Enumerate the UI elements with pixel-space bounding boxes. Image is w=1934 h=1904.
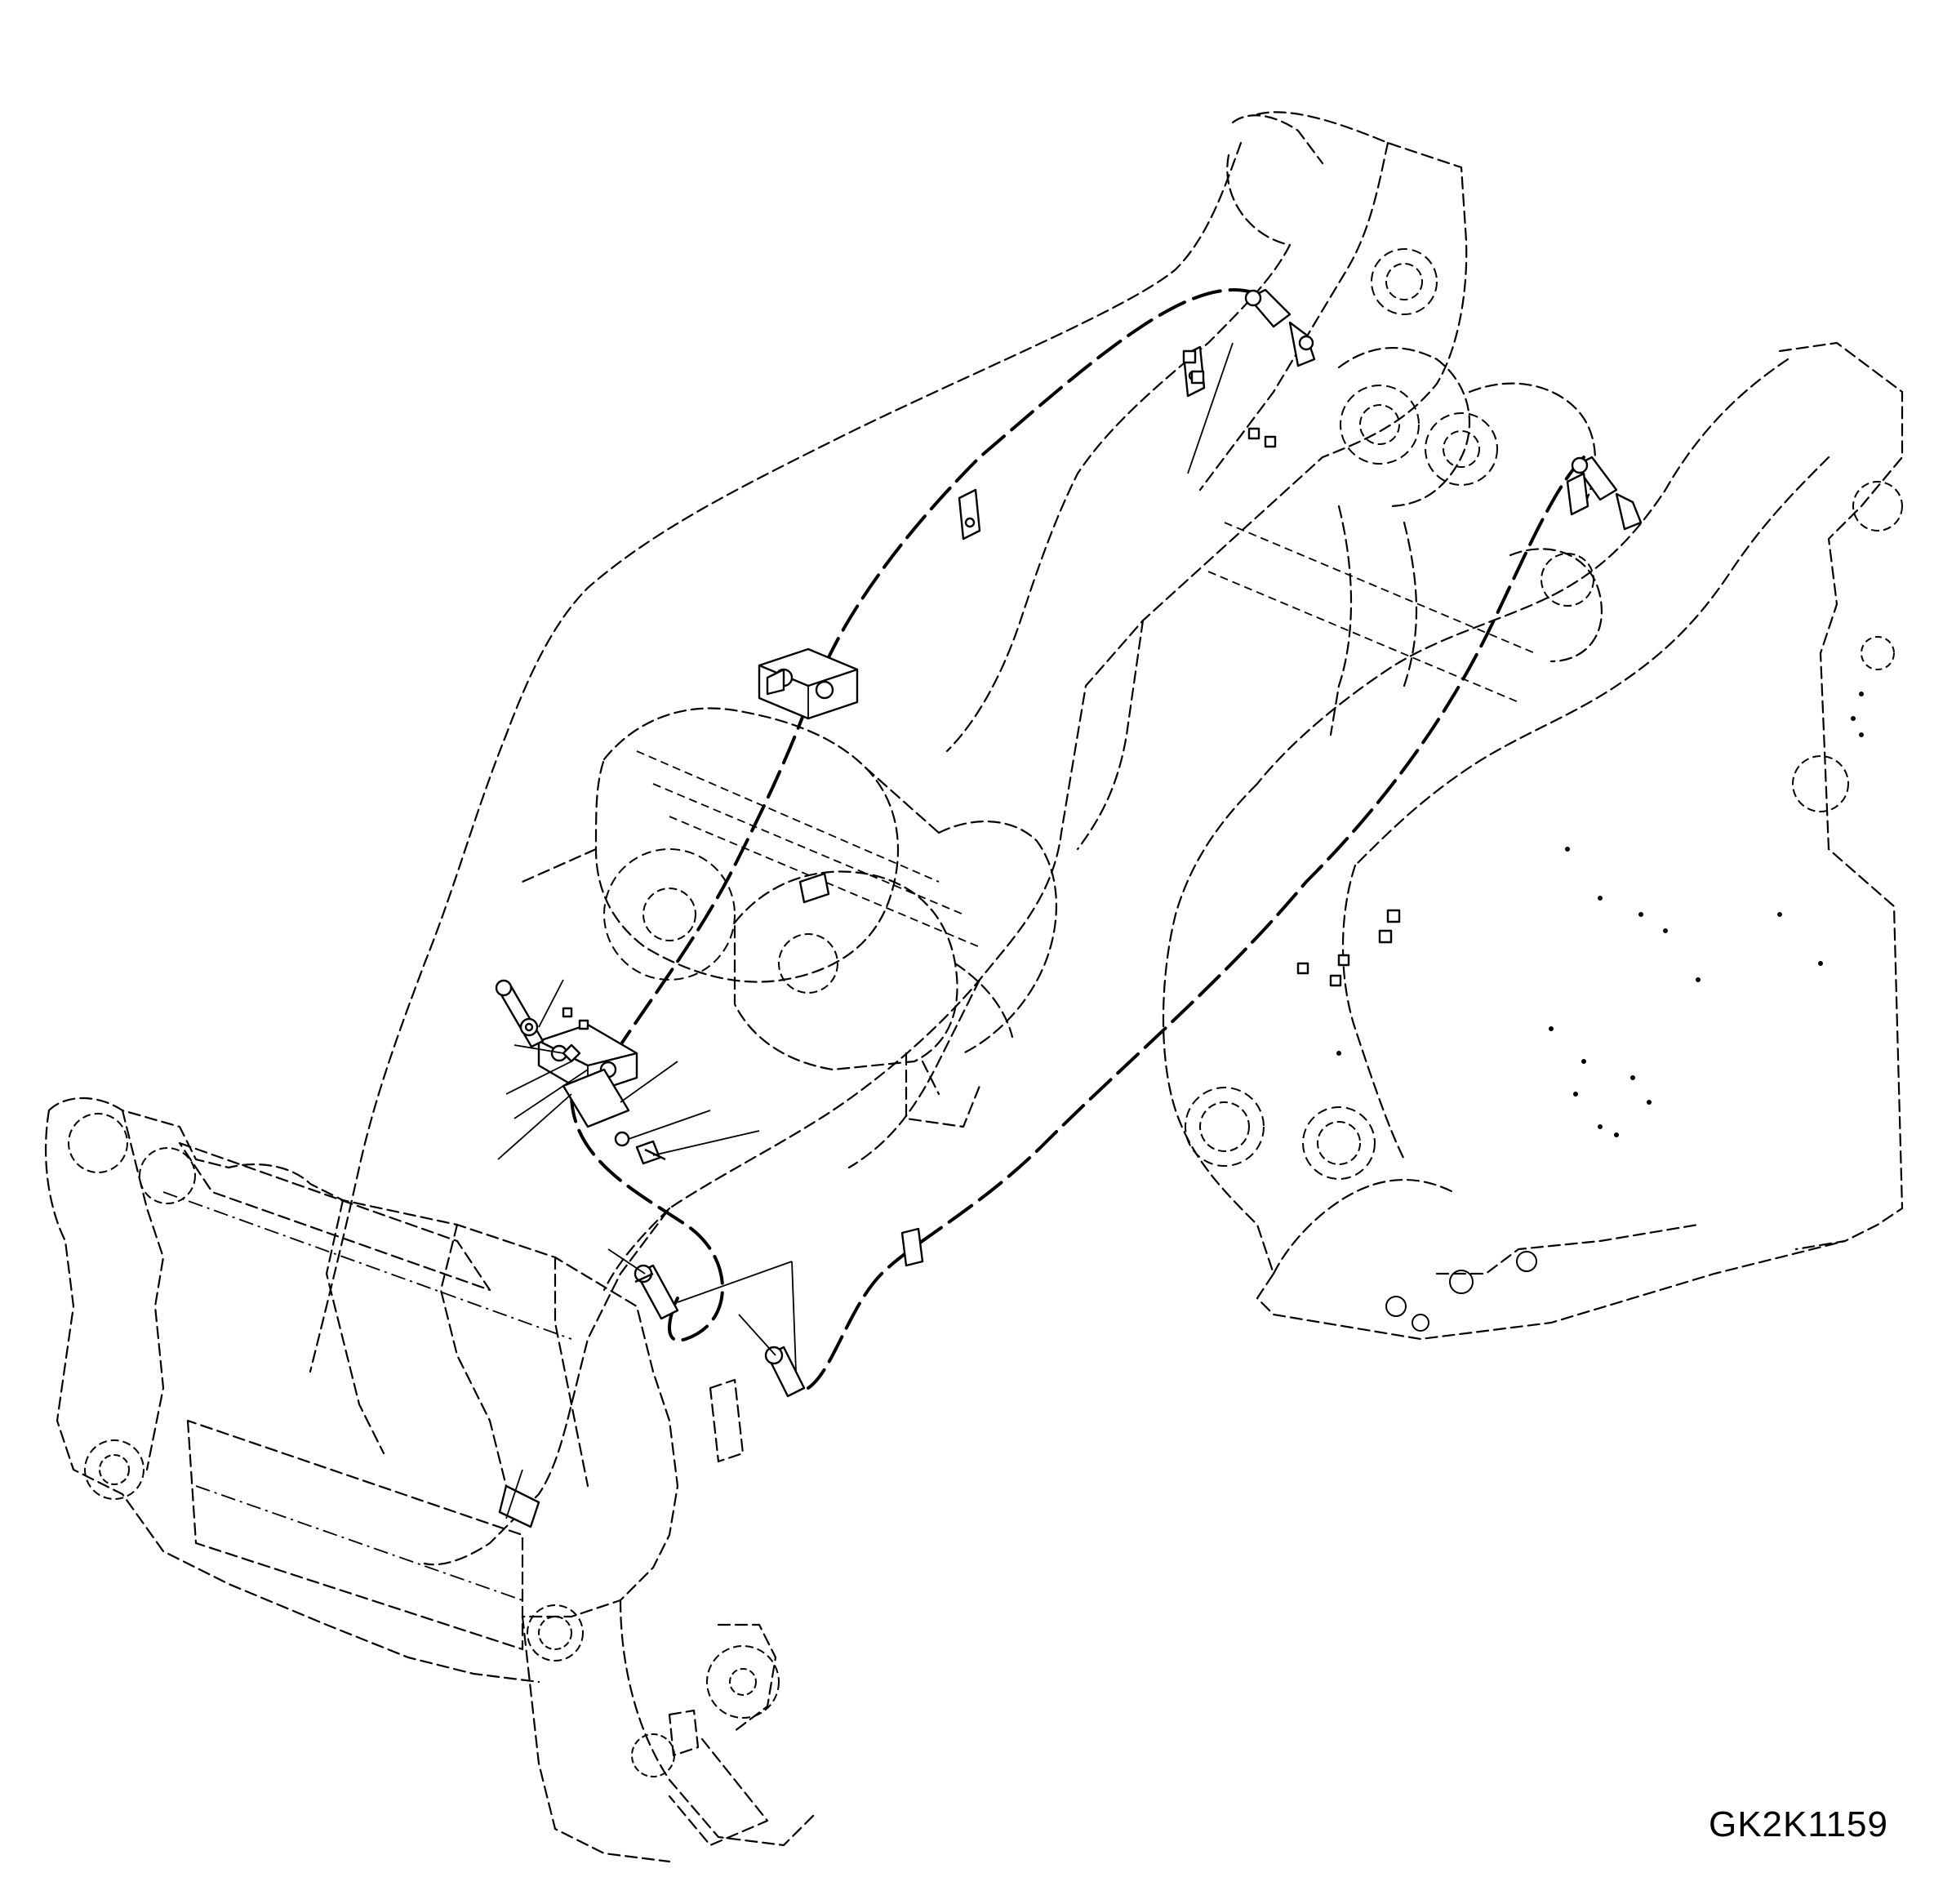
grease-block-assembly [495, 979, 666, 1165]
fitting-lower-left [634, 1264, 679, 1320]
clip-upper-left [958, 488, 981, 541]
drawing-code: GK2K1159 [1708, 1804, 1888, 1844]
grease-hose-route [570, 288, 1585, 1390]
hose-clamp-upper [758, 647, 859, 720]
leader-lines [497, 342, 1234, 1372]
coupler-frame [45, 1097, 818, 1863]
front-frame [1162, 341, 1904, 1341]
fitting-top [1244, 288, 1316, 367]
lift-arm [309, 111, 1468, 1566]
components [495, 288, 1643, 1398]
hose-right [807, 456, 1585, 1390]
clip-mid [798, 872, 830, 904]
clip-right-upper [1566, 472, 1589, 516]
lift-cylinder [1207, 347, 1603, 736]
clip-right-lower [900, 1227, 924, 1267]
hose-middle [619, 701, 810, 1047]
fitting-right [1571, 456, 1643, 531]
hose-lower [570, 1092, 724, 1342]
fitting-lower-right [764, 1346, 806, 1398]
tilt-linkage [521, 707, 1058, 1128]
hose-upper [815, 288, 1259, 687]
